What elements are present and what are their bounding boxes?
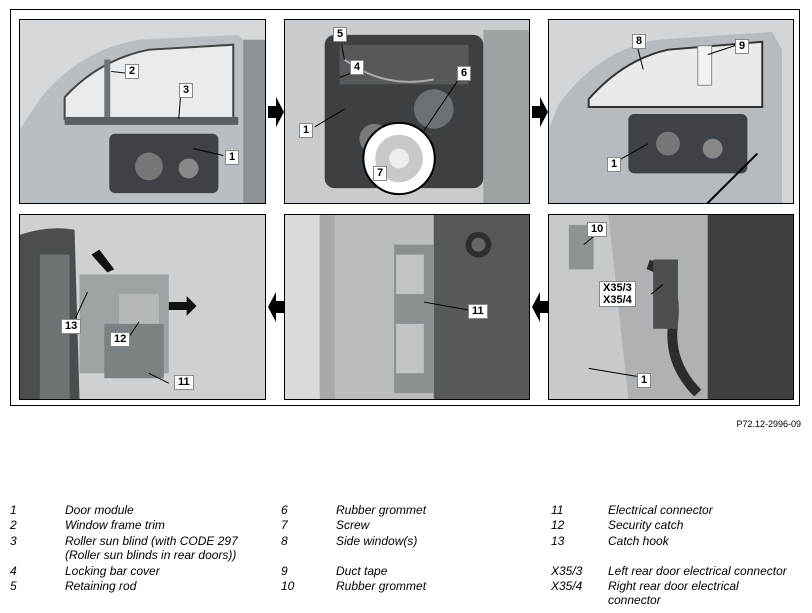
legend-number: 4 xyxy=(10,564,17,578)
callout-7: 7 xyxy=(373,166,388,181)
arrow-right-icon xyxy=(532,97,548,127)
legend-text: Roller sun blind (with CODE 297 (Roller … xyxy=(65,534,238,562)
photo-panel-2: 5 4 6 1 7 xyxy=(284,19,530,204)
callout-1: 1 xyxy=(299,123,314,138)
callout-6: 6 xyxy=(457,66,472,81)
security-catch-photo xyxy=(20,215,265,399)
legend-text: Door module xyxy=(65,503,134,517)
legend-number: X35/3 xyxy=(551,564,583,578)
door-window-photo xyxy=(20,20,265,203)
legend-text: Electrical connector xyxy=(608,503,713,517)
legend-text: Window frame trim xyxy=(65,518,165,532)
legend-number: 1 xyxy=(10,503,17,517)
legend-text: Side window(s) xyxy=(336,534,418,548)
legend-text: Rubber grommet xyxy=(336,579,427,593)
side-window-photo xyxy=(549,20,793,203)
legend-number: 6 xyxy=(281,503,288,517)
image-reference-id: P72.12-2996-09 xyxy=(736,419,801,429)
arrow-right-icon xyxy=(268,97,284,127)
callout-5: 5 xyxy=(333,27,348,42)
legend-number: 13 xyxy=(551,534,565,548)
photo-panel-3: 8 9 1 xyxy=(548,19,794,204)
electrical-connector-photo xyxy=(285,215,529,399)
legend-number: 10 xyxy=(281,579,295,593)
legend-text: Right rear door electrical connector xyxy=(608,579,739,607)
callout-8: 8 xyxy=(632,34,647,49)
legend-number: 11 xyxy=(551,503,564,517)
legend-number: 7 xyxy=(281,518,288,532)
callout-9: 9 xyxy=(735,39,750,54)
callout-12: 12 xyxy=(110,332,131,347)
legend-number: X35/4 xyxy=(551,579,583,593)
legend-number: 3 xyxy=(10,534,17,548)
door-module-photo xyxy=(285,20,529,203)
photo-panel-5: 11 xyxy=(284,214,530,400)
callout-3: 3 xyxy=(179,83,194,98)
legend-text: Duct tape xyxy=(336,564,388,578)
legend-text: Security catch xyxy=(608,518,684,532)
legend-text: Left rear door electrical connector xyxy=(608,564,787,578)
legend-number: 12 xyxy=(551,518,565,532)
legend-text: Screw xyxy=(336,518,370,532)
arrow-left-icon xyxy=(532,292,548,322)
callout-1: 1 xyxy=(225,150,240,165)
legend-number: 8 xyxy=(281,534,288,548)
callout-1: 1 xyxy=(607,157,622,172)
legend-number: 9 xyxy=(281,564,288,578)
figure-frame: 2 3 1 5 4 6 1 7 xyxy=(10,9,800,406)
legend-number: 5 xyxy=(10,579,17,593)
arrow-left-icon xyxy=(268,292,284,322)
photo-panel-1: 2 3 1 xyxy=(19,19,266,204)
legend-text: Locking bar cover xyxy=(65,564,160,578)
photo-panel-4: 13 12 11 xyxy=(19,214,266,400)
callout-2: 2 xyxy=(125,64,140,79)
callout-10: 10 xyxy=(587,222,608,237)
legend-text: Catch hook xyxy=(608,534,669,548)
callout-13: 13 xyxy=(61,319,82,334)
callout-11: 11 xyxy=(468,304,488,319)
callout-4: 4 xyxy=(350,60,365,75)
callout-11: 11 xyxy=(174,375,194,390)
callout-x35-3-x35-4: X35/3 X35/4 xyxy=(599,281,636,307)
callout-1: 1 xyxy=(637,373,652,388)
photo-panel-6: 10 X35/3 X35/4 1 xyxy=(548,214,794,400)
rubber-grommet-photo xyxy=(549,215,793,399)
legend-number: 2 xyxy=(10,518,17,532)
legend-text: Rubber grommet xyxy=(336,503,427,517)
legend-text: Retaining rod xyxy=(65,579,137,593)
